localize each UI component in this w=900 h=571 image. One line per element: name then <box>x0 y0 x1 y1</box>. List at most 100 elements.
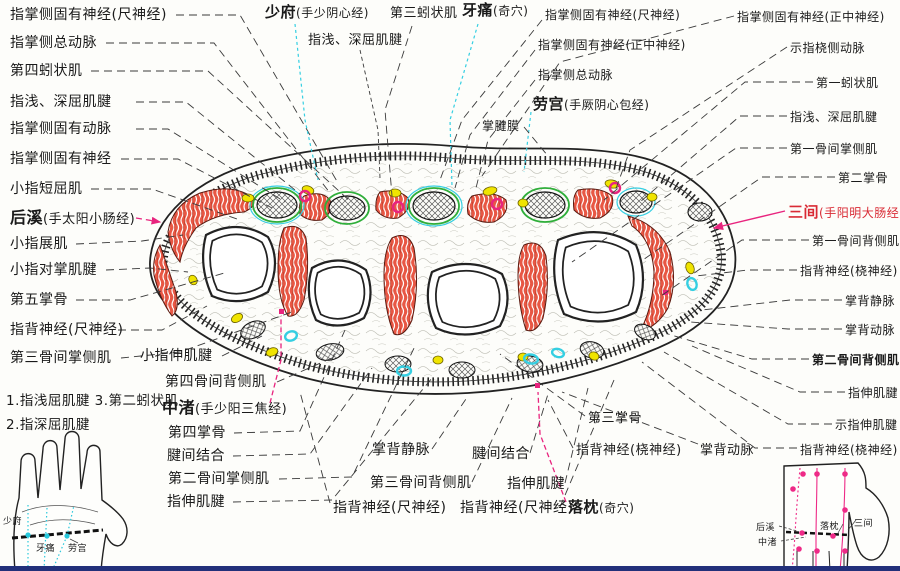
lower-dorsal-metacarpal-artery: 掌背动脉 <box>700 443 754 458</box>
top-proper-palmar-digital-nerve-median-leader <box>454 49 536 189</box>
right-dorsal-metacarpal-vein: 掌背静脉 <box>845 293 895 308</box>
first-dorsal-interosseous: 第一骨间背侧肌 <box>812 234 900 248</box>
flexor-digiti-minimi-brevis-leader <box>91 188 238 220</box>
abductor-digiti-minimi: 小指展肌 <box>10 236 68 252</box>
second-dorsal-interosseous-leader <box>667 333 809 360</box>
tendon-sheath-green-ring <box>252 187 302 223</box>
tendon-sheath-green-ring <box>408 187 460 225</box>
fifth-metacarpal: 第五掌骨 <box>10 291 68 308</box>
third-metacarpal-leader <box>499 353 586 417</box>
left-extensor-digitorum-tendon: 指伸肌腱 <box>167 494 225 510</box>
inset-sanjian: 三间 <box>854 517 873 529</box>
top-flexor-tendons-leader <box>359 49 381 179</box>
tendon-sheath-cyan-ring <box>405 185 463 227</box>
left-proper-palmar-digital-nerve-ulnar: 指掌侧固有神经(尺神经) <box>10 7 167 23</box>
left-proper-palmar-digital-artery: 指掌侧固有动脉 <box>10 121 112 137</box>
tendon-sheath-cyan-ring <box>249 185 305 225</box>
laozhen-acupoint: 落枕(奇穴) <box>568 498 634 516</box>
legend-line-1: 1.指浅屈肌腱 3.第二蚓状肌 <box>6 392 179 409</box>
second-palmar-interosseous-leader <box>278 343 417 480</box>
dermis-inner-line <box>162 155 722 383</box>
top-proper-palmar-digital-nerve-ulnar: 指掌侧固有神经(尺神经) <box>545 7 680 22</box>
right-dorsal-digital-nerve-radial: 指背神经(桡神经) <box>800 263 898 278</box>
third-lumbrical: 第三蚓状肌 <box>390 6 458 21</box>
interosseous-4-5 <box>277 225 309 317</box>
lumbrical-blob-3 <box>467 193 508 223</box>
inset-laozhen: 落枕 <box>820 520 839 532</box>
leader-lines <box>69 14 857 544</box>
inset-laogong-leader <box>69 538 79 544</box>
houxi-acupoint: 后溪(手太阳小肠经) <box>10 208 135 227</box>
fourth-dorsal-interosseous: 第四骨间背侧肌 <box>165 373 267 390</box>
top-common-palmar-digital-artery: 指掌侧总动脉 <box>538 67 613 82</box>
palmar-aponeurosis: 掌腱膜 <box>482 119 520 133</box>
inset-yatong: 牙痛 <box>36 542 55 554</box>
bottom-dorsal-metacarpal-vein-leader <box>431 395 469 450</box>
left-dorsal-digital-nerve-ulnar: 指背神经(尺神经) <box>10 322 123 338</box>
first-palmar-interosseous-leader <box>571 147 787 263</box>
fourth-metacarpal-leader <box>233 329 346 434</box>
flexor-tendon <box>256 191 298 219</box>
palm-meridian-lines <box>27 504 75 571</box>
inset-shaofu: 少府 <box>3 515 22 527</box>
tendon-sheath-green-ring <box>324 191 370 225</box>
hypothenar-muscle-tail <box>153 243 178 317</box>
fifth-metacarpal-leader <box>76 271 229 301</box>
lower-dorsal-digital-nerve-radial: 指背神经(桡神经) <box>800 442 898 457</box>
laogong-acupoint: 劳宫(手厥阴心包经) <box>533 95 649 113</box>
bottom-dorsal-digital-nerve-ulnar-right-leader <box>559 379 615 508</box>
third-dorsal-interosseous: 第三骨间背侧肌 <box>370 474 472 491</box>
extensor-indicis-tendon-leader <box>663 351 832 425</box>
palm-acupoint-dots <box>25 532 70 539</box>
bottom-dorsal-digital-nerve-ulnar-left: 指背神经(尺神经) <box>333 500 446 516</box>
bottom-dorsal-digital-nerve-ulnar-right: 指背神经(尺神经) <box>460 500 573 516</box>
left-extensor-digitorum-tendon-leader <box>232 377 433 503</box>
second-palmar-interosseous: 第二骨间掌侧肌 <box>168 470 270 487</box>
zhongzhu-acupoint: 中渚(手少阳三焦经) <box>162 398 287 417</box>
extensor-indicis-tendon: 示指伸肌腱 <box>835 417 898 432</box>
interosseous-2-3 <box>517 242 548 332</box>
right-dorsal-metacarpal-vein-leader <box>701 299 842 311</box>
flexor-tendon <box>328 195 366 221</box>
bottom-dorsal-digital-nerve-radial: 指背神经(桡神经) <box>576 443 682 458</box>
left-proper-palmar-digital-nerve: 指掌侧固有神经 <box>10 151 112 167</box>
bottom-dorsal-digital-nerve-radial-leader <box>547 399 574 449</box>
right-extensor-digitorum-tendon: 指伸肌腱 <box>848 385 898 400</box>
left-flexor-tendons-leader <box>136 101 301 195</box>
flexor-tendon-groups <box>249 185 713 227</box>
left-fourth-lumbrical-leader <box>91 70 353 204</box>
page-bottom-border <box>0 566 900 571</box>
first-dorsal-interosseous-shape <box>627 215 674 333</box>
tendon-sheath-cyan-ring <box>616 187 656 217</box>
third-palmar-interosseous-leader <box>120 311 293 359</box>
left-proper-palmar-digital-nerve-leader <box>121 158 273 209</box>
metacarpal-bones <box>201 225 645 336</box>
third-palmar-interosseous: 第三骨间掌侧肌 <box>10 349 112 366</box>
inset-sanjian-leader <box>847 519 857 531</box>
left-flexor-tendons: 指浅、深屈肌腱 <box>10 94 112 110</box>
dorsum-outline <box>783 462 890 571</box>
sanjian-acupoint-leader <box>712 210 786 230</box>
right-proper-palmar-digital-nerve-median: 指掌侧固有神经(正中神经) <box>737 9 885 24</box>
legend-line-2: 2.指深屈肌腱 <box>6 417 90 433</box>
dorsum-section-line <box>785 530 851 537</box>
palm-crease-2 <box>29 519 96 526</box>
inset-houxi: 后溪 <box>756 521 775 533</box>
extensor-digiti-minimi-tendon-leader <box>221 335 263 357</box>
right-juncturae-tendinum: 腱间结合 <box>472 446 530 462</box>
first-lumbrical-leader <box>603 81 813 201</box>
inset-laogong: 劳宫 <box>68 542 87 554</box>
interosseous-3-4 <box>383 235 418 336</box>
shaofu-acupoint-leader <box>294 23 319 181</box>
flexor-tendon <box>524 191 566 219</box>
palm-section-line <box>11 528 104 540</box>
bottom-dorsal-digital-nerve-ulnar-left-leader <box>299 391 331 504</box>
extensor-digiti-minimi-tendon: 小指伸肌腱 <box>140 348 213 364</box>
flexor-tendon <box>619 190 653 214</box>
opponens-digiti-minimi-tendon-leader <box>105 267 189 273</box>
bottom-dorsal-metacarpal-vein: 掌背静脉 <box>372 442 430 458</box>
palm-inset <box>11 430 128 571</box>
second-metacarpal: 第二掌骨 <box>838 171 888 185</box>
